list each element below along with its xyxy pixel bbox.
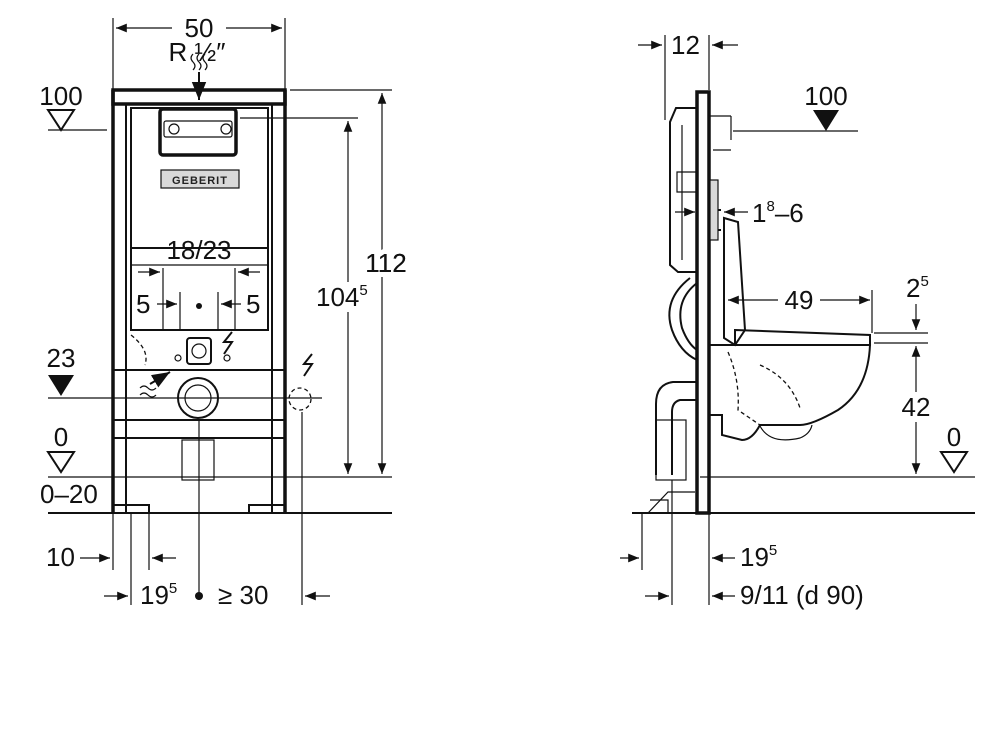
dim-side-right-label: 5 — [246, 289, 260, 319]
dim-19-front-label: 195 — [140, 580, 177, 610]
side-toilet-bowl — [709, 216, 872, 442]
dim-min-30-label: ≥ 30 — [218, 580, 268, 610]
flush-plate-outline — [158, 107, 238, 157]
side-bottom-dims: 195 9/11 (d 90) — [620, 480, 864, 610]
dim-floor-range-label: 0–20 — [40, 479, 98, 509]
level-100-label: 100 — [39, 81, 82, 111]
lightning-icon — [301, 353, 314, 377]
dim-wall-thickness: 18–6 — [675, 198, 804, 228]
supply-connection — [186, 337, 212, 365]
brand-plate — [160, 169, 240, 189]
dim-side-left-label: 5 — [136, 289, 150, 319]
dim-height-total: 112 112 — [290, 89, 412, 474]
side-level-100-label: 100 — [804, 81, 847, 111]
dim-drain-label: 9/11 (d 90) — [740, 580, 864, 610]
side-view: 12 100 18–6 49 25 — [620, 30, 975, 610]
dim-side-offsets: 5 5 — [136, 289, 260, 330]
water-wave-icon — [190, 53, 208, 100]
filled-triangle-level-icon — [48, 375, 74, 396]
dim-wall-label: 18–6 — [752, 198, 804, 228]
filled-triangle-level-icon — [813, 110, 839, 131]
side-dim-19-label: 195 — [740, 542, 777, 572]
socket-outline — [288, 387, 312, 411]
dim-frame-depth-label: 12 — [671, 30, 700, 60]
dim-seat-height-label: 42 — [902, 392, 931, 422]
svg-text:112: 112 — [365, 248, 406, 278]
dim-2-label: 25 — [906, 273, 929, 303]
level-23-front: 23 — [47, 343, 322, 399]
side-level-0-label: 0 — [947, 422, 961, 452]
dim-height-plate: 1045 — [240, 117, 374, 474]
level-0-front: 0 0–20 — [40, 422, 98, 509]
dim-width-label: 50 — [185, 13, 214, 43]
dim-bowl-length-label: 49 — [785, 285, 814, 315]
side-cistern — [668, 107, 698, 361]
dim-frame-depth: 12 — [638, 30, 738, 120]
front-view: GEBERIT — [39, 13, 412, 610]
open-triangle-level-icon — [939, 451, 969, 474]
open-triangle-level-icon — [46, 451, 76, 474]
front-cistern: GEBERIT — [130, 107, 269, 366]
open-triangle-level-icon — [46, 109, 76, 132]
level-100-side: 100 — [733, 81, 858, 132]
level-23-label: 23 — [47, 343, 76, 373]
dim-water-label: R ½″ — [169, 37, 226, 67]
dim-width: 50 — [112, 13, 286, 90]
front-bottom-dims: 10 195 ≥ 30 — [46, 412, 330, 610]
level-0-label: 0 — [54, 422, 68, 452]
dim-height-total-label: 112 — [365, 248, 406, 278]
dim-seat-height: 42 — [898, 346, 934, 474]
dim-bowl-length: 49 — [728, 285, 873, 333]
side-frame — [695, 90, 732, 515]
dim-flush-spacing: 18/23 — [138, 235, 260, 330]
brand-label: GEBERIT — [172, 175, 228, 187]
dim-flush-spacing-label: 18/23 — [166, 235, 231, 265]
dim-height-plate-label: 1045 — [316, 282, 368, 312]
level-100-front: 100 — [39, 81, 107, 132]
water-wave-icon — [139, 371, 171, 398]
dim-10-label: 10 — [46, 542, 75, 572]
dim-seat-offset: 25 — [874, 273, 929, 344]
lightning-icon — [221, 331, 234, 355]
side-drain-pipe — [647, 381, 697, 514]
level-0-side: 0 — [939, 422, 969, 474]
